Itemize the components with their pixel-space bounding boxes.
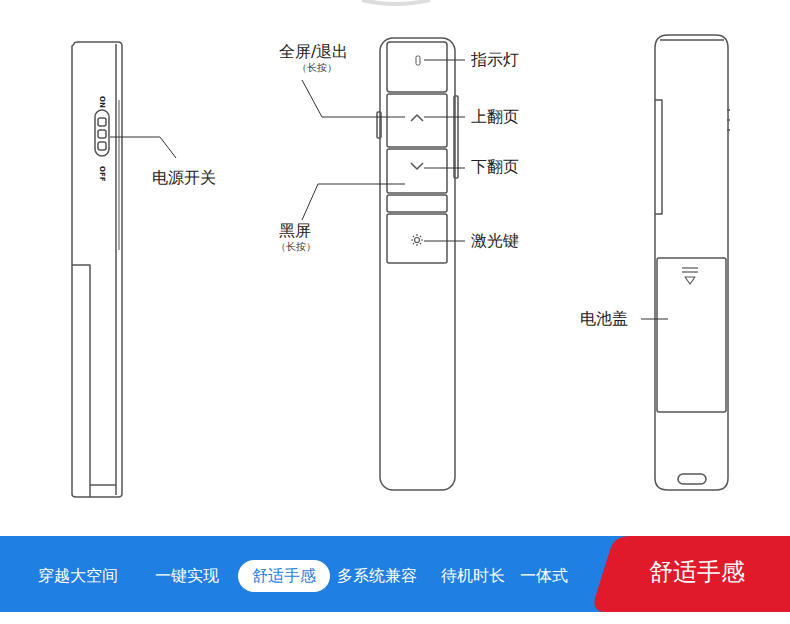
switch-mark: ON <box>98 96 106 108</box>
part-label: 指示灯 <box>471 50 519 69</box>
part-label: 电源开关 <box>152 168 216 187</box>
feature-item: 一体式 <box>520 566 568 585</box>
feature-item: 待机时长 <box>441 566 505 585</box>
feature-banner: 舒适手感 <box>592 536 790 612</box>
tab-text: 舒适手感 <box>252 566 316 585</box>
feature-item: 多系统兼容 <box>337 566 417 585</box>
feature-band: 穿越大空间 一键实现 多系统兼容 待机时长一体式 舒适手感 舒适手感 <box>0 536 790 612</box>
active-tab: 舒适手感 <box>238 560 330 592</box>
part-label: 下翻页 <box>471 157 519 176</box>
feature-item: 穿越大空间 <box>38 566 118 585</box>
part-label: 全屏/退出 <box>279 42 348 61</box>
part-label: （长按） <box>297 62 337 74</box>
feature-item: 一键实现 <box>155 566 219 585</box>
part-label: 电池盖 <box>580 309 628 328</box>
part-label: 激光键 <box>471 231 519 250</box>
part-label: 上翻页 <box>471 107 519 126</box>
part-label: （长按） <box>276 241 316 253</box>
part-label: 黑屏 <box>279 221 311 240</box>
banner-text: 舒适手感 <box>649 558 745 587</box>
switch-mark: OFF <box>98 166 106 182</box>
